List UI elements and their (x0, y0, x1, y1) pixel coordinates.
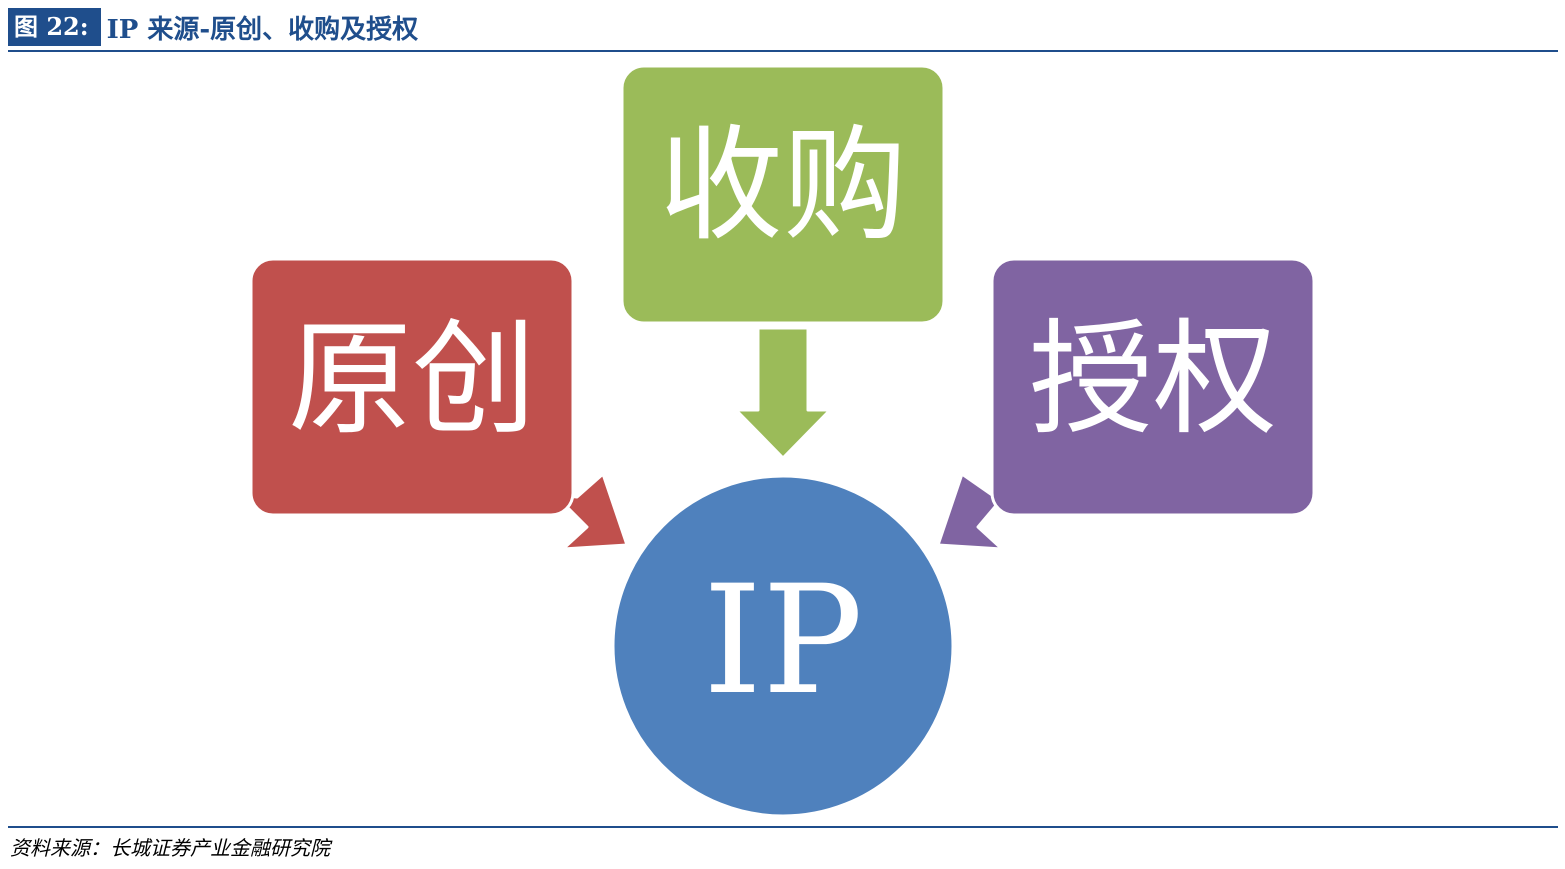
header-rule (8, 50, 1558, 52)
node-original-label: 原创 (288, 308, 536, 452)
node-license-label: 授权 (1029, 308, 1277, 452)
node-acquisition (620, 64, 946, 325)
node-ip (611, 474, 955, 818)
source-note: 资料来源：长城证券产业金融研究院 (10, 836, 330, 860)
node-original (249, 257, 575, 517)
footer-rule (8, 826, 1558, 828)
figure-label: 图 22: (8, 8, 101, 46)
node-ip-label: IP (703, 554, 863, 728)
figure-title: IP 来源-原创、收购及授权 (106, 14, 419, 45)
arrow-acquisition-to-ip (734, 326, 832, 460)
node-acquisition-label: 收购 (659, 114, 907, 258)
node-license (990, 257, 1316, 517)
figure-header: 图 22: IP 来源-原创、收购及授权 (8, 8, 418, 46)
